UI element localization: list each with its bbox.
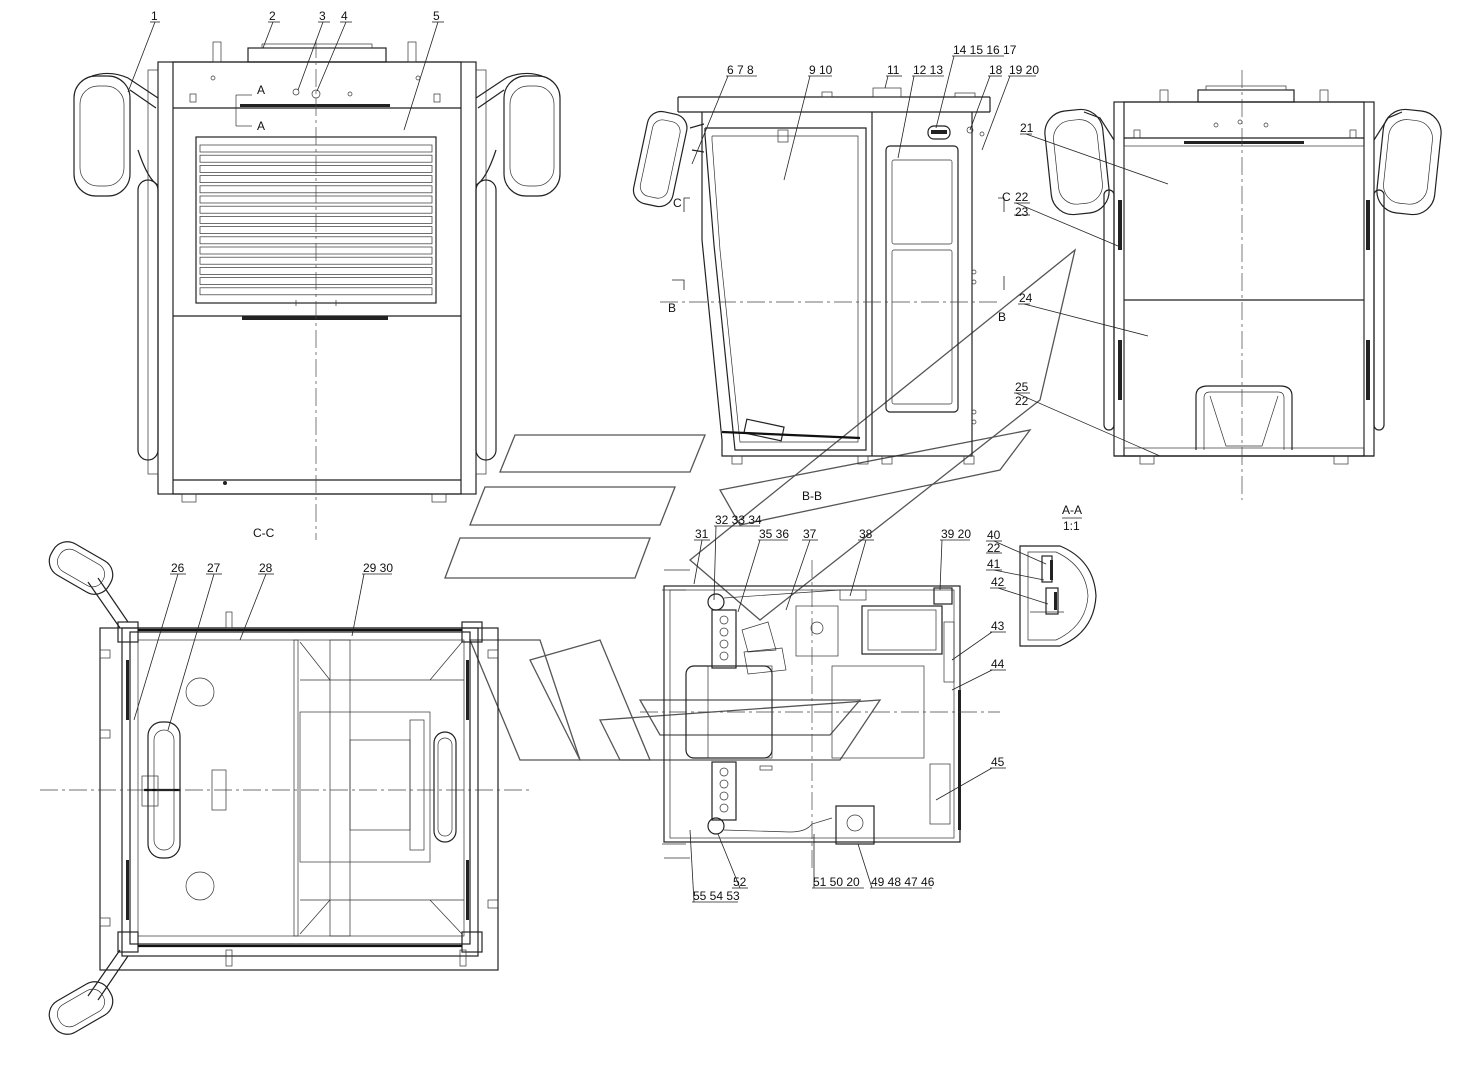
callout-3: 3 (319, 9, 326, 23)
section-mark-b-right: B (998, 310, 1006, 324)
callout-55-54-53: 55 54 53 (693, 889, 740, 903)
rear-view: 21 22 23 24 25 22 (1014, 70, 1442, 500)
section-label-bb: B-B (802, 489, 822, 503)
plan-view-bb: B-B 31 32 33 34 35 36 37 38 39 20 55 54 … (640, 489, 1006, 903)
section-label-cc: C-C (253, 526, 275, 540)
callout-19-20: 19 20 (1009, 63, 1039, 77)
callout-42: 42 (991, 575, 1005, 589)
section-mark-c-right: C (1002, 190, 1011, 204)
callout-29-30: 29 30 (363, 561, 393, 575)
detail-scale: 1:1 (1063, 519, 1080, 533)
callout-1: 1 (151, 9, 158, 23)
callout-43: 43 (991, 619, 1005, 633)
callout-9-10: 9 10 (809, 63, 833, 77)
callout-22-b: 22 (1015, 394, 1029, 408)
section-label-aa: A-A (1062, 503, 1082, 517)
section-mark-a-top: A (257, 83, 265, 97)
callout-51-50-20: 51 50 20 (813, 875, 860, 889)
callout-35-36: 35 36 (759, 527, 789, 541)
callout-6-7-8: 6 7 8 (727, 63, 754, 77)
control-knob (719, 651, 729, 661)
callout-14-15-16-17: 14 15 16 17 (953, 43, 1017, 57)
control-knob (719, 627, 729, 637)
callout-41: 41 (987, 557, 1001, 571)
callout-25: 25 (1015, 380, 1029, 394)
control-knob (719, 767, 729, 777)
callout-5: 5 (433, 9, 440, 23)
callout-38: 38 (859, 527, 873, 541)
callout-12-13: 12 13 (913, 63, 943, 77)
section-mark-a-bottom: A (257, 119, 265, 133)
callout-49-48-47-46: 49 48 47 46 (871, 875, 935, 889)
callout-27: 27 (207, 561, 221, 575)
plan-view-cc: 26 27 28 29 30 (40, 541, 530, 1035)
callout-40: 40 (987, 528, 1001, 542)
callout-52: 52 (733, 875, 747, 889)
callout-21: 21 (1020, 121, 1034, 135)
control-knob (719, 803, 729, 813)
callout-32-33-34: 32 33 34 (715, 513, 762, 527)
section-mark-b-left: B (668, 301, 676, 315)
grille-slat (199, 175, 433, 183)
grille-slat (199, 205, 433, 214)
section-mark-c-left: C (673, 196, 682, 210)
callout-18: 18 (989, 63, 1003, 77)
callout-2: 2 (269, 9, 276, 23)
front-view: A A C-C 1 2 3 4 5 (73, 9, 561, 540)
callout-37: 37 (803, 527, 817, 541)
control-knob (719, 779, 729, 789)
callout-24: 24 (1019, 291, 1033, 305)
callout-45: 45 (991, 755, 1005, 769)
callout-28: 28 (259, 561, 273, 575)
callout-31: 31 (695, 527, 709, 541)
watermark (444, 248, 1077, 761)
callout-22-aa: 22 (987, 541, 1001, 555)
control-knobs (719, 615, 729, 813)
callout-44: 44 (991, 657, 1005, 671)
control-knob (719, 639, 729, 649)
detail-view-aa: A-A 1:1 40 22 41 42 (986, 503, 1097, 647)
callout-23: 23 (1015, 205, 1029, 219)
control-knob (719, 791, 729, 801)
callout-22: 22 (1015, 190, 1029, 204)
callout-26: 26 (171, 561, 185, 575)
control-knob (719, 615, 729, 625)
callout-11: 11 (887, 63, 900, 77)
side-view: C C B B 6 7 8 9 10 11 12 13 14 15 16 17 … (632, 43, 1039, 465)
callout-4: 4 (341, 9, 348, 23)
callout-39-20: 39 20 (941, 527, 971, 541)
